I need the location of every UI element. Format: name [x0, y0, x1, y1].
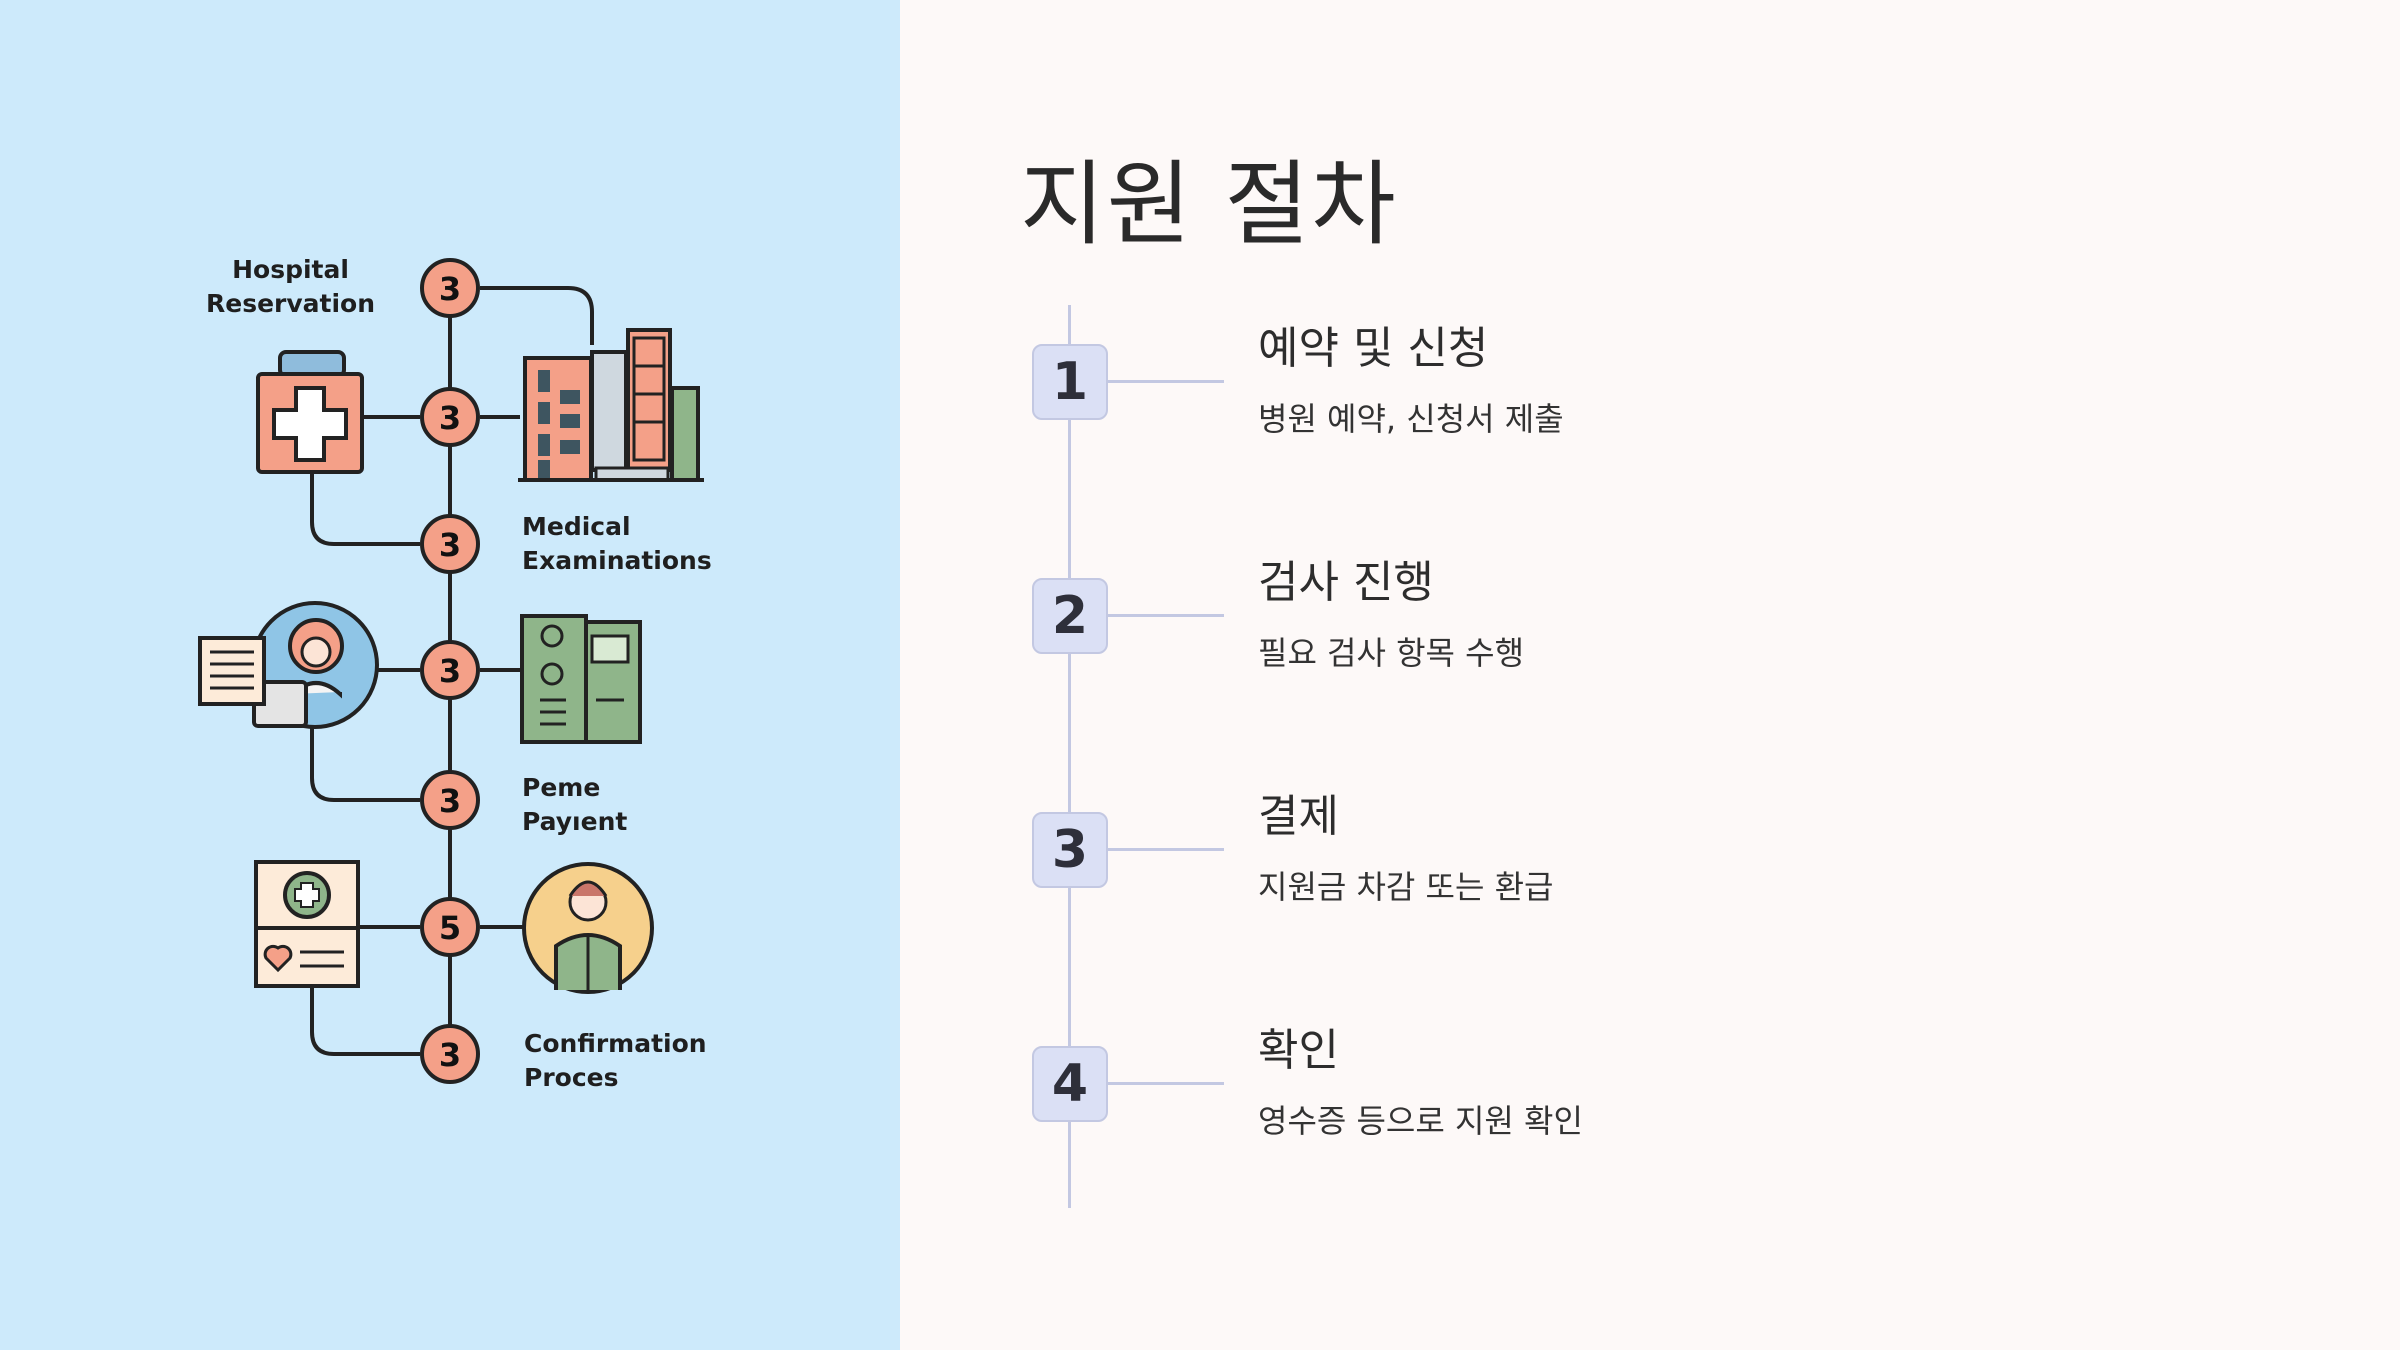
- step-title: 결제: [1258, 791, 1339, 842]
- step-connector: [1108, 848, 1224, 851]
- health-card-icon: [254, 860, 360, 988]
- number-node-label: 3: [439, 782, 461, 820]
- number-node: 3: [420, 258, 480, 318]
- step-title: 검사 진행: [1258, 557, 1434, 608]
- number-node: 3: [420, 640, 480, 700]
- step-description: 영수증 등으로 지원 확인: [1258, 1102, 1583, 1140]
- step-item: 2 검사 진행 필요 검사 항목 수행: [0, 544, 2400, 704]
- number-node: 5: [420, 897, 480, 957]
- number-node: 3: [420, 1024, 480, 1084]
- doctor-papers-icon: [198, 601, 379, 729]
- step-connector: [1108, 380, 1224, 383]
- connector-card-down: [310, 988, 420, 1056]
- step-connector: [1108, 614, 1224, 617]
- hospital-box-icon: [256, 350, 364, 474]
- number-node: 3: [420, 514, 480, 574]
- step-number-badge: 3: [1032, 812, 1108, 888]
- hospital-buildings-icon: [518, 328, 704, 482]
- step-connector: [1108, 1082, 1224, 1085]
- connector-doctor-down: [310, 728, 420, 802]
- number-node-label: 3: [439, 652, 461, 690]
- person-icon: [522, 862, 654, 994]
- step-description: 필요 검사 항목 수행: [1258, 634, 1525, 672]
- number-node-label: 3: [439, 1036, 461, 1074]
- label-medical-examinations: Medical Examinations: [522, 512, 712, 575]
- connector-hospital-down: [310, 472, 420, 546]
- number-node-label: 3: [439, 270, 461, 308]
- step-item: 3 결제 지원금 차감 또는 환급: [0, 778, 2400, 938]
- step-title: 확인: [1258, 1025, 1339, 1076]
- number-node: 3: [420, 770, 480, 830]
- illustration-panel: 3 3 3 3 3 5 3 Hospital Reservation Medic…: [0, 0, 900, 1350]
- step-description: 지원금 차감 또는 환급: [1258, 868, 1554, 906]
- number-node-label: 5: [439, 909, 461, 947]
- step-number-badge: 4: [1032, 1046, 1108, 1122]
- step-number-badge: 2: [1032, 578, 1108, 654]
- number-node-label: 3: [439, 526, 461, 564]
- step-title: 예약 및 신청: [1258, 323, 1489, 374]
- step-item: 1 예약 및 신청 병원 예약, 신청서 제출: [0, 310, 2400, 470]
- step-item: 4 확인 영수증 등으로 지원 확인: [0, 1012, 2400, 1172]
- page-title: 지원 절차: [1020, 151, 1398, 258]
- timeline-line: [1068, 305, 1071, 1208]
- step-number-badge: 1: [1032, 344, 1108, 420]
- label-hospital-reservation: Hospital Reservation: [206, 255, 376, 318]
- number-node-label: 3: [439, 399, 461, 437]
- step-description: 병원 예약, 신청서 제출: [1258, 400, 1564, 438]
- medical-documents-icon: [520, 614, 642, 744]
- connector-top: [480, 286, 594, 345]
- process-illustration: 3 3 3 3 3 5 3: [198, 258, 704, 1084]
- number-node: 3: [420, 387, 480, 447]
- label-confirmation: Confirmation Proces: [524, 1029, 707, 1092]
- label-payment: Peme Payıent: [522, 773, 628, 836]
